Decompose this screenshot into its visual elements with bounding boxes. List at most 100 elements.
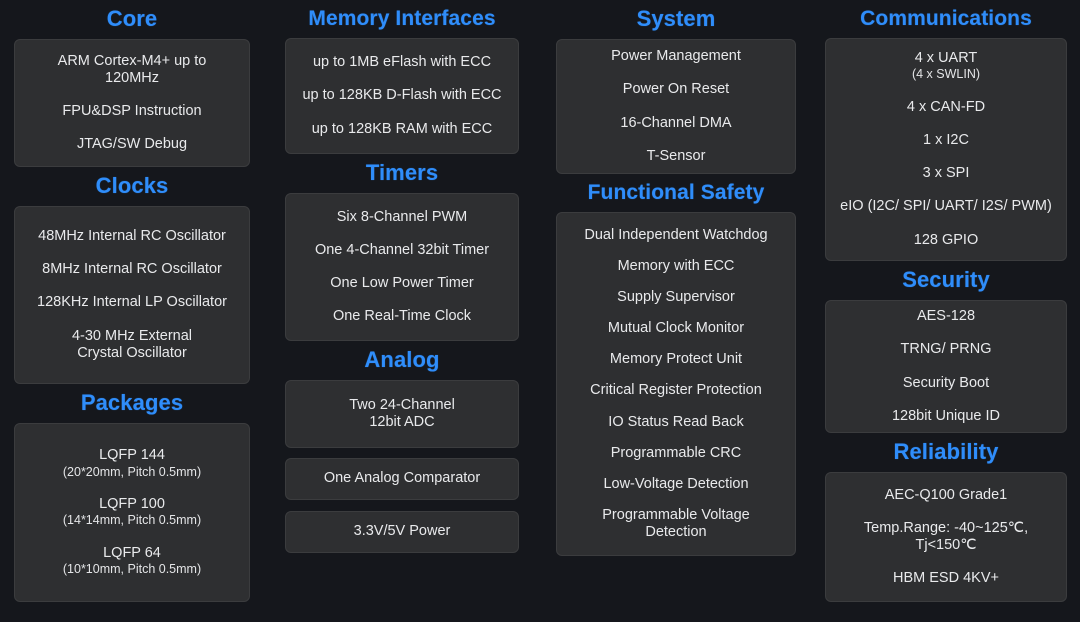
feature-item-text: 16-Channel DMA (620, 114, 732, 131)
feature-item-text: Mutual Clock Monitor (607, 320, 745, 337)
feature-item: LQFP 100(14*14mm, Pitch 0.5mm) (23, 488, 241, 537)
feature-item: 4-30 MHz External Crystal Oscillator (23, 320, 241, 370)
column-2: Memory Interfaces up to 1MB eFlash with E… (264, 0, 540, 622)
feature-item: up to 128KB RAM with ECC (294, 113, 510, 146)
feature-item-text: up to 1MB eFlash with ECC (312, 54, 492, 71)
feature-item-text: LQFP 144 (99, 447, 165, 464)
feature-item: Memory with ECC (565, 251, 787, 282)
feature-item-text: 4 x CAN-FD (906, 99, 986, 116)
feature-item-text: AEC-Q100 Grade1 (884, 486, 1008, 503)
group-title-memory-interfaces: Memory Interfaces (308, 7, 496, 30)
group-title-system: System (636, 6, 716, 31)
group-title-communications: Communications (860, 7, 1032, 30)
feature-card: 48MHz Internal RC Oscillator 8MHz Interna… (14, 206, 250, 384)
feature-item: T-Sensor (565, 140, 787, 173)
feature-item: One Real-Time Clock (294, 300, 510, 333)
feature-item-text: Programmable CRC (610, 444, 742, 461)
feature-item-text: IO Status Read Back (608, 413, 744, 430)
feature-item-text: Critical Register Protection (590, 382, 762, 399)
feature-item-text: 128 GPIO (913, 231, 979, 248)
feature-item-text: Supply Supervisor (617, 289, 735, 306)
feature-item-text: AES-128 (916, 308, 976, 325)
feature-item: 3 x SPI (834, 157, 1058, 190)
feature-item-text: One 4-Channel 32bit Timer (314, 241, 490, 258)
feature-item: up to 1MB eFlash with ECC (294, 46, 510, 79)
feature-item-text: 8MHz Internal RC Oscillator (42, 261, 222, 278)
feature-item-subtext: (10*10mm, Pitch 0.5mm) (62, 561, 202, 576)
feature-item: 128 GPIO (834, 224, 1058, 257)
feature-item-text: up to 128KB D-Flash with ECC (302, 87, 502, 104)
feature-item-text: eIO (I2C/ SPI/ UART/ I2S/ PWM) (840, 198, 1052, 215)
feature-item: Power Management (565, 40, 787, 73)
feature-item-text: ARM Cortex-M4+ up to 120MHz (57, 52, 207, 86)
feature-item: Two 24-Channel 12bit ADC (294, 393, 510, 435)
feature-item: 128bit Unique ID (834, 400, 1058, 433)
feature-item-text: LQFP 64 (103, 544, 161, 561)
group-title-security: Security (902, 267, 990, 292)
feature-item-text: FPU&DSP Instruction (62, 103, 202, 119)
feature-item-text: T-Sensor (646, 147, 706, 164)
group-title-timers: Timers (365, 160, 439, 185)
feature-item-text: 128bit Unique ID (891, 407, 1000, 424)
feature-item-text: 128KHz Internal LP Oscillator (37, 294, 227, 311)
feature-item: ARM Cortex-M4+ up to 120MHz (23, 45, 241, 95)
feature-item: 3.3V/5V Power (294, 519, 510, 544)
feature-item: Low-Voltage Detection (565, 469, 787, 500)
feature-item-text: Two 24-Channel 12bit ADC (349, 396, 455, 430)
feature-item: TRNG/ PRNG (834, 333, 1058, 366)
feature-item: Programmable CRC (565, 438, 787, 469)
feature-item-text: Low-Voltage Detection (603, 475, 749, 492)
feature-item-text: HBM ESD 4KV+ (893, 570, 999, 587)
feature-item: Programmable Voltage Detection (565, 500, 787, 548)
feature-item: 8MHz Internal RC Oscillator (23, 253, 241, 286)
feature-item: 1 x I2C (834, 124, 1058, 157)
feature-item: eIO (I2C/ SPI/ UART/ I2S/ PWM) (834, 190, 1058, 223)
feature-item-text: Temp.Range: -40~125℃, Tj<150℃ (863, 519, 1029, 553)
feature-item: AEC-Q100 Grade1 (834, 479, 1058, 512)
feature-card: One Analog Comparator (285, 458, 519, 500)
feature-item-text: 4-30 MHz External Crystal Oscillator (71, 327, 193, 361)
feature-item: Power On Reset (565, 73, 787, 106)
feature-item-text: Power On Reset (622, 81, 730, 98)
feature-item: FPU&DSP Instruction (23, 95, 241, 128)
feature-item: up to 128KB D-Flash with ECC (294, 79, 510, 112)
feature-item-text: Six 8-Channel PWM (336, 208, 468, 225)
feature-item-text: One Analog Comparator (323, 470, 481, 487)
feature-item: Dual Independent Watchdog (565, 220, 787, 251)
feature-item-text: Security Boot (902, 374, 990, 391)
feature-item: Temp.Range: -40~125℃, Tj<150℃ (834, 512, 1058, 562)
feature-card: Six 8-Channel PWM One 4-Channel 32bit Tim… (285, 193, 519, 341)
feature-item-text: TRNG/ PRNG (900, 341, 992, 358)
feature-item-text: 4 x UART (914, 50, 978, 67)
feature-item-text: 1 x I2C (923, 132, 969, 149)
feature-item: JTAG/SW Debug (23, 128, 241, 161)
feature-card: 3.3V/5V Power (285, 511, 519, 553)
feature-item-text: Programmable Voltage Detection (602, 506, 750, 540)
feature-item-subtext: (20*20mm, Pitch 0.5mm) (62, 464, 202, 479)
feature-item-text: Power Management (611, 48, 741, 65)
feature-item: One Low Power Timer (294, 267, 510, 300)
feature-card: LQFP 144(20*20mm, Pitch 0.5mm)LQFP 100(1… (14, 423, 250, 602)
feature-item-text: 3.3V/5V Power (353, 523, 451, 540)
feature-item-text: Dual Independent Watchdog (584, 226, 768, 243)
group-title-functional-safety: Functional Safety (587, 181, 765, 204)
feature-item-text: up to 128KB RAM with ECC (311, 120, 493, 137)
feature-item: LQFP 64(10*10mm, Pitch 0.5mm) (23, 537, 241, 586)
feature-card: up to 1MB eFlash with ECC up to 128KB D-F… (285, 38, 519, 154)
feature-item-text: One Low Power Timer (330, 275, 474, 291)
feature-item-text: 48MHz Internal RC Oscillator (38, 228, 226, 245)
feature-item-text: 3 x SPI (922, 165, 970, 182)
feature-item: AES-128 (834, 300, 1058, 333)
feature-item: IO Status Read Back (565, 407, 787, 438)
feature-item-text: LQFP 100 (99, 496, 165, 513)
